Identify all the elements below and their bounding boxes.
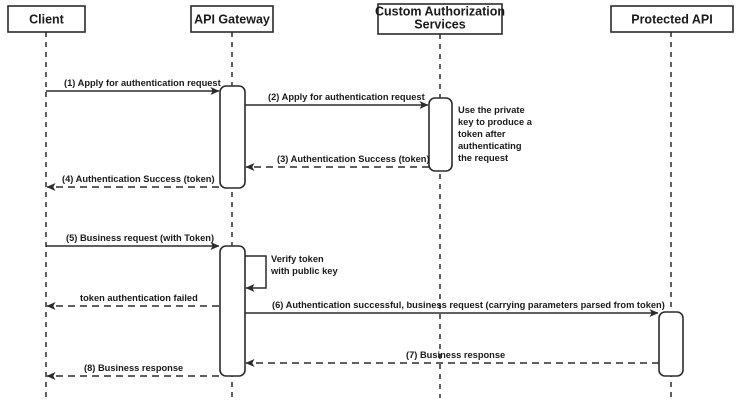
message-4-authentication-success-token[interactable]: (4) Authentication Success (token) [46,174,219,191]
message-token-authentication-failed-label: token authentication failed [80,293,198,303]
participant-client[interactable]: Client [7,5,86,398]
message-5-label: (5) Business request (with Token) [66,233,214,243]
note-private-key-line-4: authenticating [458,141,522,151]
message-8-label: (8) Business response [84,363,183,373]
participant-box-protected-api[interactable] [610,5,734,33]
activation-bar-api-gateway-auth[interactable] [219,85,246,189]
message-6-label: (6) Authentication successful, business … [272,300,665,310]
message-1-label: (1) Apply for authentication request [64,78,221,88]
participant-box-api-gateway[interactable] [190,5,274,33]
message-token-authentication-failed[interactable]: token authentication failed [46,293,219,310]
message-3-label: (3) Authentication Success (token) [277,154,430,164]
note-private-key-line-2: key to produce a [458,117,533,127]
activation-bar-custom-auth-issue-token[interactable] [428,97,453,172]
activation-bar-api-gateway-business[interactable] [219,245,246,377]
message-6-authentication-successful-business-request[interactable]: (6) Authentication successful, business … [245,300,665,317]
message-8-business-response[interactable]: (8) Business response [46,363,219,380]
participant-label-custom-authorization-services-line2: Services [414,17,465,31]
message-5-business-request-with-token[interactable]: (5) Business request (with Token) [46,233,220,250]
note-private-key-line-1: Use the private [458,105,525,115]
participant-label-api-gateway: API Gateway [194,12,270,26]
note-private-key-line-3: token after [458,129,506,139]
participant-custom-authorization-services[interactable]: Custom Authorization Services [375,3,505,398]
participant-protected-api[interactable]: Protected API [610,5,734,398]
note-private-key-line-5: the request [458,153,508,163]
participant-label-custom-authorization-services-line1: Custom Authorization [375,4,505,18]
message-2-apply-for-authentication-request[interactable]: (2) Apply for authentication request [245,92,429,109]
participant-box-custom-authorization-services[interactable] [377,3,503,35]
self-message-verify-token-label-line2: with public key [270,266,338,276]
note-private-key: Use the private key to produce a token a… [458,105,533,163]
activation-bar-protected-api-handle[interactable] [658,311,684,377]
message-3-authentication-success-token[interactable]: (3) Authentication Success (token) [245,154,430,171]
participant-label-client: Client [29,12,65,26]
participant-label-protected-api: Protected API [631,12,713,26]
message-1-apply-for-authentication-request[interactable]: (1) Apply for authentication request [46,78,221,95]
message-7-label: (7) Business response [406,350,505,360]
message-2-label: (2) Apply for authentication request [268,92,425,102]
self-message-verify-token-label-line1: Verify token [271,254,324,264]
message-4-label: (4) Authentication Success (token) [62,174,215,184]
self-message-verify-token-arrow [245,255,267,292]
participant-box-client[interactable] [7,5,86,33]
message-7-business-response[interactable]: (7) Business response [245,350,659,367]
self-message-verify-token[interactable]: Verify token with public key [245,254,338,292]
